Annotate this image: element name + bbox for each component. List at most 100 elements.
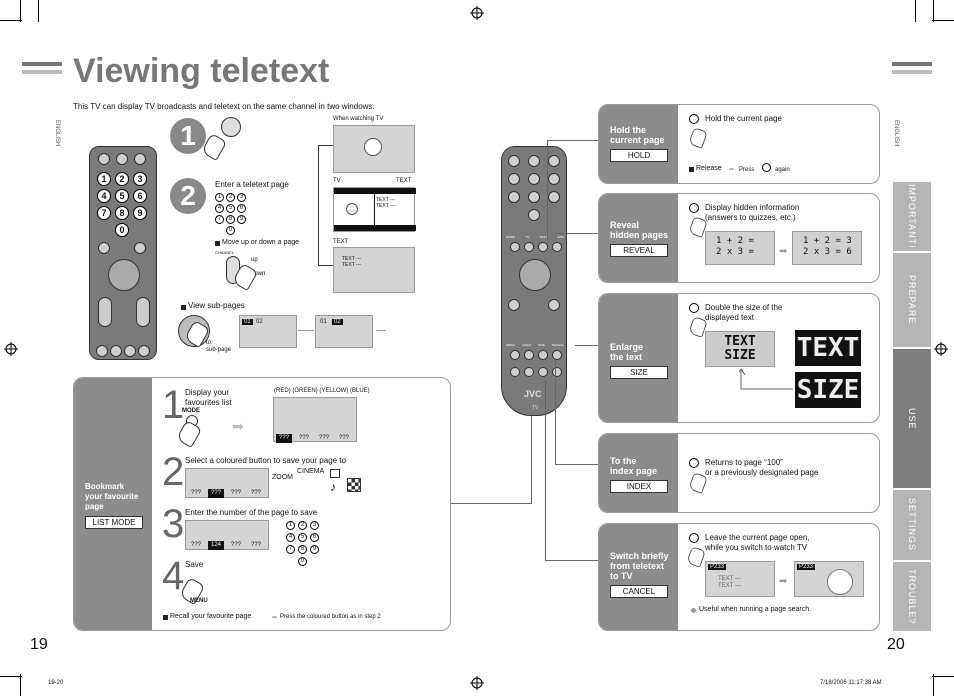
split-screen: TEXT --- TEXT --- — [333, 187, 416, 232]
text-label: TEXT — [396, 178, 412, 184]
digit-button-9[interactable]: 9 — [133, 206, 147, 220]
index-button-icon — [689, 458, 699, 468]
flow-connector — [545, 380, 546, 561]
small-digit-0: 0 — [298, 557, 307, 566]
again-label: again — [775, 167, 790, 173]
reveal-button[interactable] — [552, 350, 562, 360]
tab-use[interactable]: USE — [893, 349, 931, 488]
channel-rocker[interactable] — [98, 297, 112, 327]
size-cycle-arrow-icon — [739, 368, 793, 390]
digit-button-2[interactable]: 2 — [115, 172, 129, 186]
when-watching-label: When watching TV — [333, 116, 384, 122]
fav-slot: ??? — [298, 435, 309, 441]
digit-button-8[interactable]: 8 — [115, 206, 129, 220]
hold-button[interactable] — [524, 350, 534, 360]
view-sub-pages-label: View sub-pages — [188, 301, 245, 310]
recall-label: Recall your favourite page — [170, 613, 252, 620]
size-tag: SIZE — [610, 366, 668, 379]
move-page-label: Move up or down a page — [222, 239, 300, 246]
mode-key-label: MODE — [182, 408, 200, 414]
title-bar-decoration — [22, 62, 62, 66]
digit-button-1[interactable]: 1 — [97, 172, 111, 186]
bookmark-step-1: 1 — [162, 383, 185, 427]
text-button-icon — [221, 117, 241, 137]
fav-slot: ??? — [230, 542, 241, 548]
small-digit-2: 2 — [298, 521, 307, 530]
bullet-square — [163, 615, 168, 620]
title-bar-decoration — [22, 70, 62, 74]
index-tag: INDEX — [610, 480, 668, 493]
page-number-badge: P233 — [797, 564, 816, 570]
nav-ring[interactable] — [519, 259, 551, 291]
flow-connector — [451, 503, 531, 504]
text-only-label: TEXT — [333, 239, 349, 245]
flow-connector — [555, 233, 598, 234]
flow-connector — [318, 145, 319, 265]
digit-button-4[interactable]: 4 — [97, 189, 111, 203]
feature-cancel-title: Switch briefly from teletext to TV — [610, 551, 669, 581]
page-number-right: 20 — [887, 636, 905, 653]
digit-button-7[interactable]: 7 — [97, 206, 111, 220]
remote-control-left: 1 2 3 4 5 6 7 8 9 0 — [89, 146, 157, 360]
bookmark-step-1-text: Display your favourites list — [185, 388, 232, 407]
digit-button-3[interactable]: 3 — [133, 172, 147, 186]
up-label: up — [251, 257, 258, 263]
fav-slot: ??? — [338, 435, 349, 441]
bookmark-step-3: 3 — [162, 502, 185, 546]
cancel-button-icon — [689, 533, 699, 543]
tv-screen — [333, 125, 415, 173]
tab-trouble[interactable]: TROUBLE? — [893, 562, 931, 631]
hold-tag: HOLD — [610, 149, 668, 162]
size-normal-screen: TEXT SIZE — [705, 331, 775, 367]
reveal-button-icon — [689, 203, 699, 213]
small-digit-4: 4 — [215, 204, 224, 213]
reveal-before-screen: 1 + 2 = 2 x 3 = — [705, 231, 775, 265]
sub-page-screen-2: 01 02 — [315, 315, 373, 348]
small-digit-2: 2 — [226, 193, 235, 202]
tv-label: TV — [333, 178, 341, 184]
tab-settings[interactable]: SETTINGS — [893, 490, 931, 560]
hold-button-icon — [762, 163, 771, 172]
registration-mark-icon — [470, 6, 484, 20]
crop-mark — [915, 0, 916, 22]
small-digit-9: 9 — [237, 215, 246, 224]
sub-page-current: 02 — [332, 319, 343, 325]
text-screen: TEXT --- TEXT --- — [333, 247, 415, 293]
size-description: Double the size of the displayed text — [705, 303, 783, 322]
cancel-button[interactable] — [510, 367, 520, 377]
size-button[interactable] — [538, 350, 548, 360]
select-slot-screen: ??? ??? ??? ??? — [185, 468, 269, 498]
arrow-right-icon: ➡ — [272, 615, 278, 621]
cancel-text-line: TEXT --- — [718, 583, 741, 589]
release-label: Release — [696, 165, 722, 172]
sub-page-prev: 01 — [320, 319, 327, 325]
intro-text: This TV can display TV broadcasts and te… — [73, 102, 375, 111]
digit-button-6[interactable]: 6 — [133, 189, 147, 203]
registration-mark-icon — [934, 342, 948, 356]
feature-hold-title: Hold the current page — [610, 125, 665, 145]
tab-prepare[interactable]: PREPARE — [893, 253, 931, 347]
digit-button-0[interactable]: 0 — [115, 223, 129, 237]
hold-description: Hold the current page — [705, 114, 782, 123]
size-button-icon — [689, 303, 699, 313]
small-digit-4: 4 — [286, 533, 295, 542]
tab-important[interactable]: IMPORTANT! — [893, 182, 931, 251]
cinema-label: CINEMA — [297, 468, 325, 475]
index-button[interactable] — [510, 350, 520, 360]
nav-ring[interactable] — [108, 259, 140, 291]
small-digit-9: 9 — [310, 545, 319, 554]
crop-mark — [20, 674, 21, 696]
digit-button-5[interactable]: 5 — [115, 189, 129, 203]
music-note-icon: ♪ — [330, 480, 336, 494]
sub-page-next: 02 — [256, 319, 263, 325]
small-digit-7: 7 — [215, 215, 224, 224]
flow-connector — [547, 140, 548, 240]
enter-page-label: Enter a teletext page — [215, 180, 289, 189]
volume-rocker[interactable] — [136, 297, 150, 327]
crop-mark — [20, 0, 21, 22]
step-number-1: 1 — [170, 118, 206, 154]
crop-mark — [38, 0, 39, 22]
small-digit-0: 0 — [226, 226, 235, 235]
size-bottom-half-screen: SIZE — [795, 372, 861, 408]
